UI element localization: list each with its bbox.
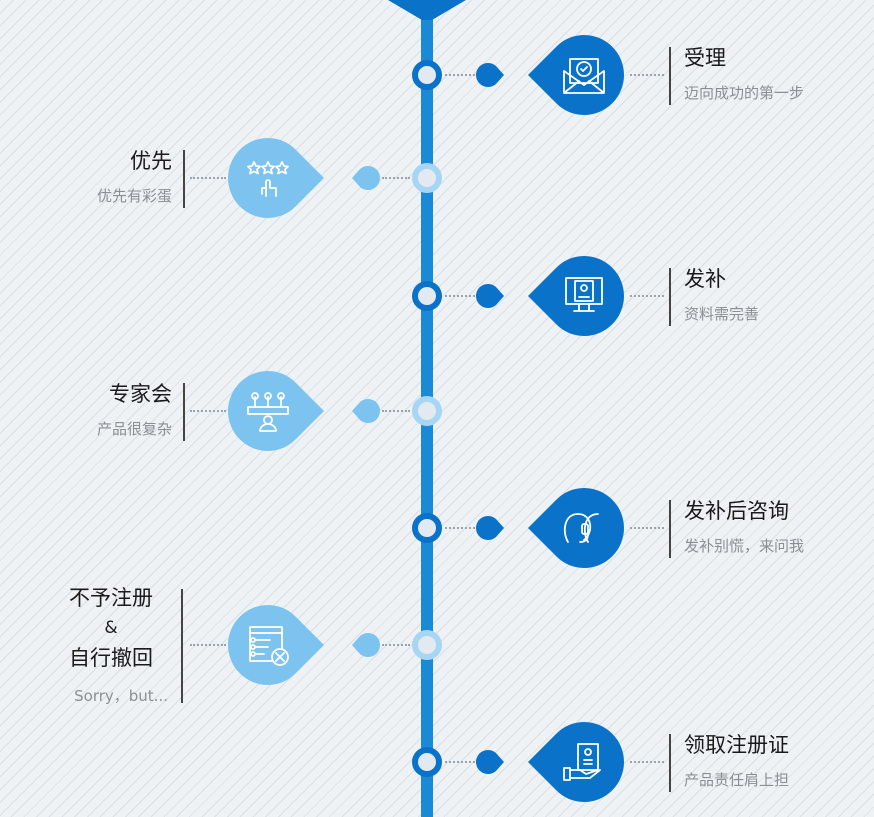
monitor-document-icon	[565, 277, 603, 312]
small-drop-marker	[350, 397, 382, 429]
connector-dots	[382, 410, 410, 412]
timeline-node	[412, 60, 442, 90]
step-subtitle: 优先有彩蛋	[96, 187, 172, 205]
connector-dots	[445, 527, 475, 529]
step-title: 不予注册	[69, 586, 153, 610]
small-drop-marker	[350, 631, 382, 663]
step-badge	[226, 133, 326, 227]
step-subtitle: 迈向成功的第一步	[684, 84, 805, 102]
timeline-node	[412, 747, 442, 777]
connector-dots	[382, 177, 410, 179]
timeline-node	[412, 281, 442, 311]
certificate-hand-icon	[563, 743, 601, 781]
label-divider	[669, 268, 671, 326]
small-drop-marker	[474, 748, 506, 780]
timeline-top-arrow	[388, 0, 466, 20]
step-title: 领取注册证	[684, 733, 789, 757]
step-title: 优先	[130, 149, 172, 173]
small-drop-marker	[350, 164, 382, 196]
connector-dots	[630, 527, 664, 529]
connector-dots	[630, 295, 664, 297]
step-title-line3: 自行撤回	[69, 646, 153, 670]
step-badge	[226, 600, 326, 694]
connector-dots	[382, 644, 410, 646]
timeline-node	[412, 396, 442, 426]
step-badge	[526, 30, 626, 124]
step-title: 受理	[684, 46, 726, 70]
small-drop-marker	[474, 514, 506, 546]
connector-dots	[445, 761, 475, 763]
timeline-node	[412, 630, 442, 660]
step-badge	[526, 483, 626, 577]
step-subtitle: 资料需完善	[684, 305, 760, 323]
step-title: 专家会	[109, 382, 172, 406]
small-drop-marker	[474, 61, 506, 93]
connector-dots	[630, 761, 664, 763]
step-title: 发补	[684, 267, 726, 291]
connector-dots	[445, 295, 475, 297]
step-subtitle: 产品责任肩上担	[684, 771, 790, 789]
timeline-node	[412, 163, 442, 193]
label-divider	[183, 150, 185, 208]
label-divider	[669, 734, 671, 792]
connector-dots	[190, 177, 226, 179]
connector-dots	[445, 74, 475, 76]
stars-hand-icon	[247, 161, 289, 197]
label-divider	[181, 589, 183, 703]
step-badge	[526, 251, 626, 345]
step-title-ampersand: &	[104, 618, 118, 638]
connector-dots	[190, 410, 226, 412]
label-divider	[669, 500, 671, 558]
step-subtitle: 产品很复杂	[96, 420, 172, 438]
headset-support-icon	[563, 513, 599, 543]
label-divider	[183, 383, 185, 441]
small-drop-marker	[474, 282, 506, 314]
step-subtitle: Sorry，but...	[74, 687, 168, 705]
connector-dots	[630, 74, 664, 76]
step-subtitle: 发补别慌，来问我	[684, 537, 805, 555]
checklist-cancel-icon	[249, 626, 289, 666]
timeline-node	[412, 513, 442, 543]
connector-dots	[190, 644, 226, 646]
meeting-icon	[247, 392, 289, 432]
envelope-check-icon	[563, 58, 605, 94]
step-badge	[526, 717, 626, 811]
label-divider	[669, 47, 671, 105]
step-badge	[226, 366, 326, 460]
step-title: 发补后咨询	[684, 499, 789, 523]
